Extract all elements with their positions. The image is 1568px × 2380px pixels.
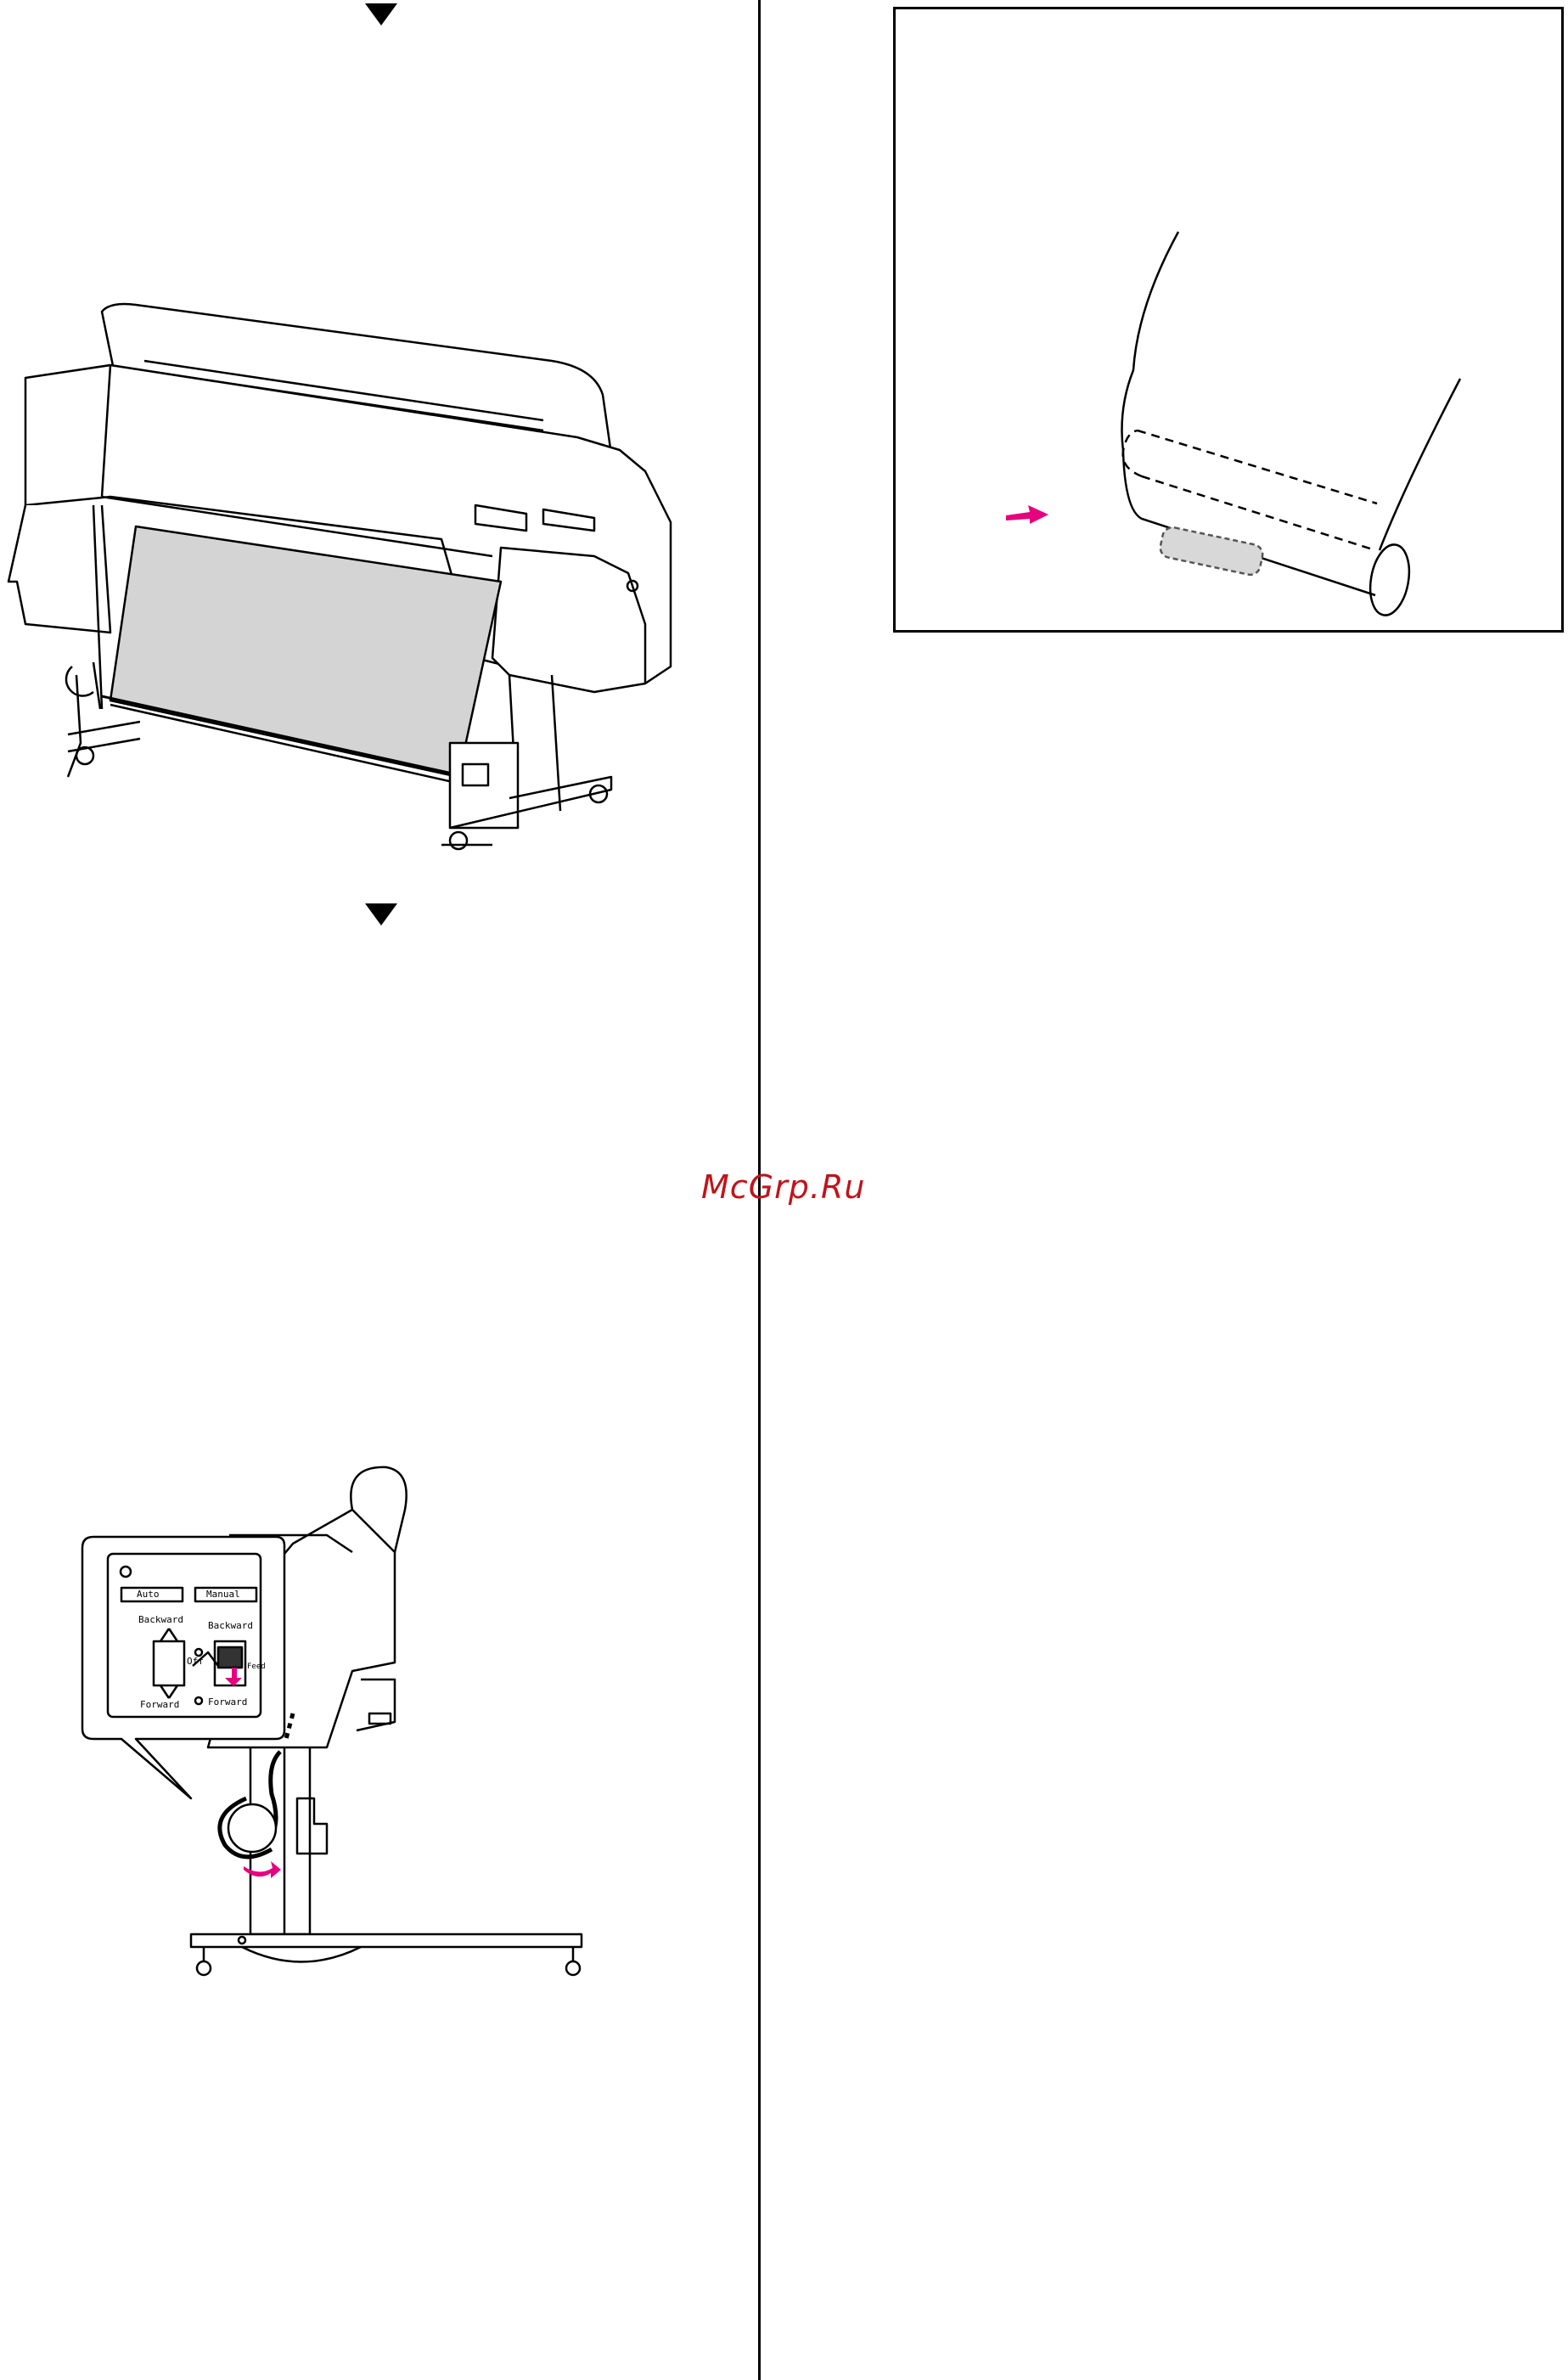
roll-core-illustration-box: [893, 7, 1564, 633]
manual-backward-label: Backward: [208, 1620, 253, 1631]
magenta-arrow-icon: [1004, 504, 1050, 526]
watermark-text: McGrp.Ru: [701, 1168, 865, 1206]
auto-label: Auto: [137, 1589, 160, 1600]
auto-forward-label: Forward: [140, 1699, 179, 1710]
auto-backward-label: Backward: [138, 1614, 183, 1625]
printer-illustration: [0, 301, 679, 862]
down-triangle-icon: [365, 3, 397, 27]
down-triangle-icon: [365, 903, 397, 927]
magenta-arrow-icon: [242, 1858, 283, 1880]
takeup-switch-illustration: Auto Manual Backward Forward Off Backwar…: [72, 1459, 599, 1985]
feed-label: Feed: [247, 1663, 266, 1671]
manual-forward-label: Forward: [208, 1696, 247, 1708]
off-label: Off: [187, 1656, 204, 1667]
magenta-arrow-icon: [225, 1668, 242, 1686]
manual-label: Manual: [206, 1589, 240, 1600]
